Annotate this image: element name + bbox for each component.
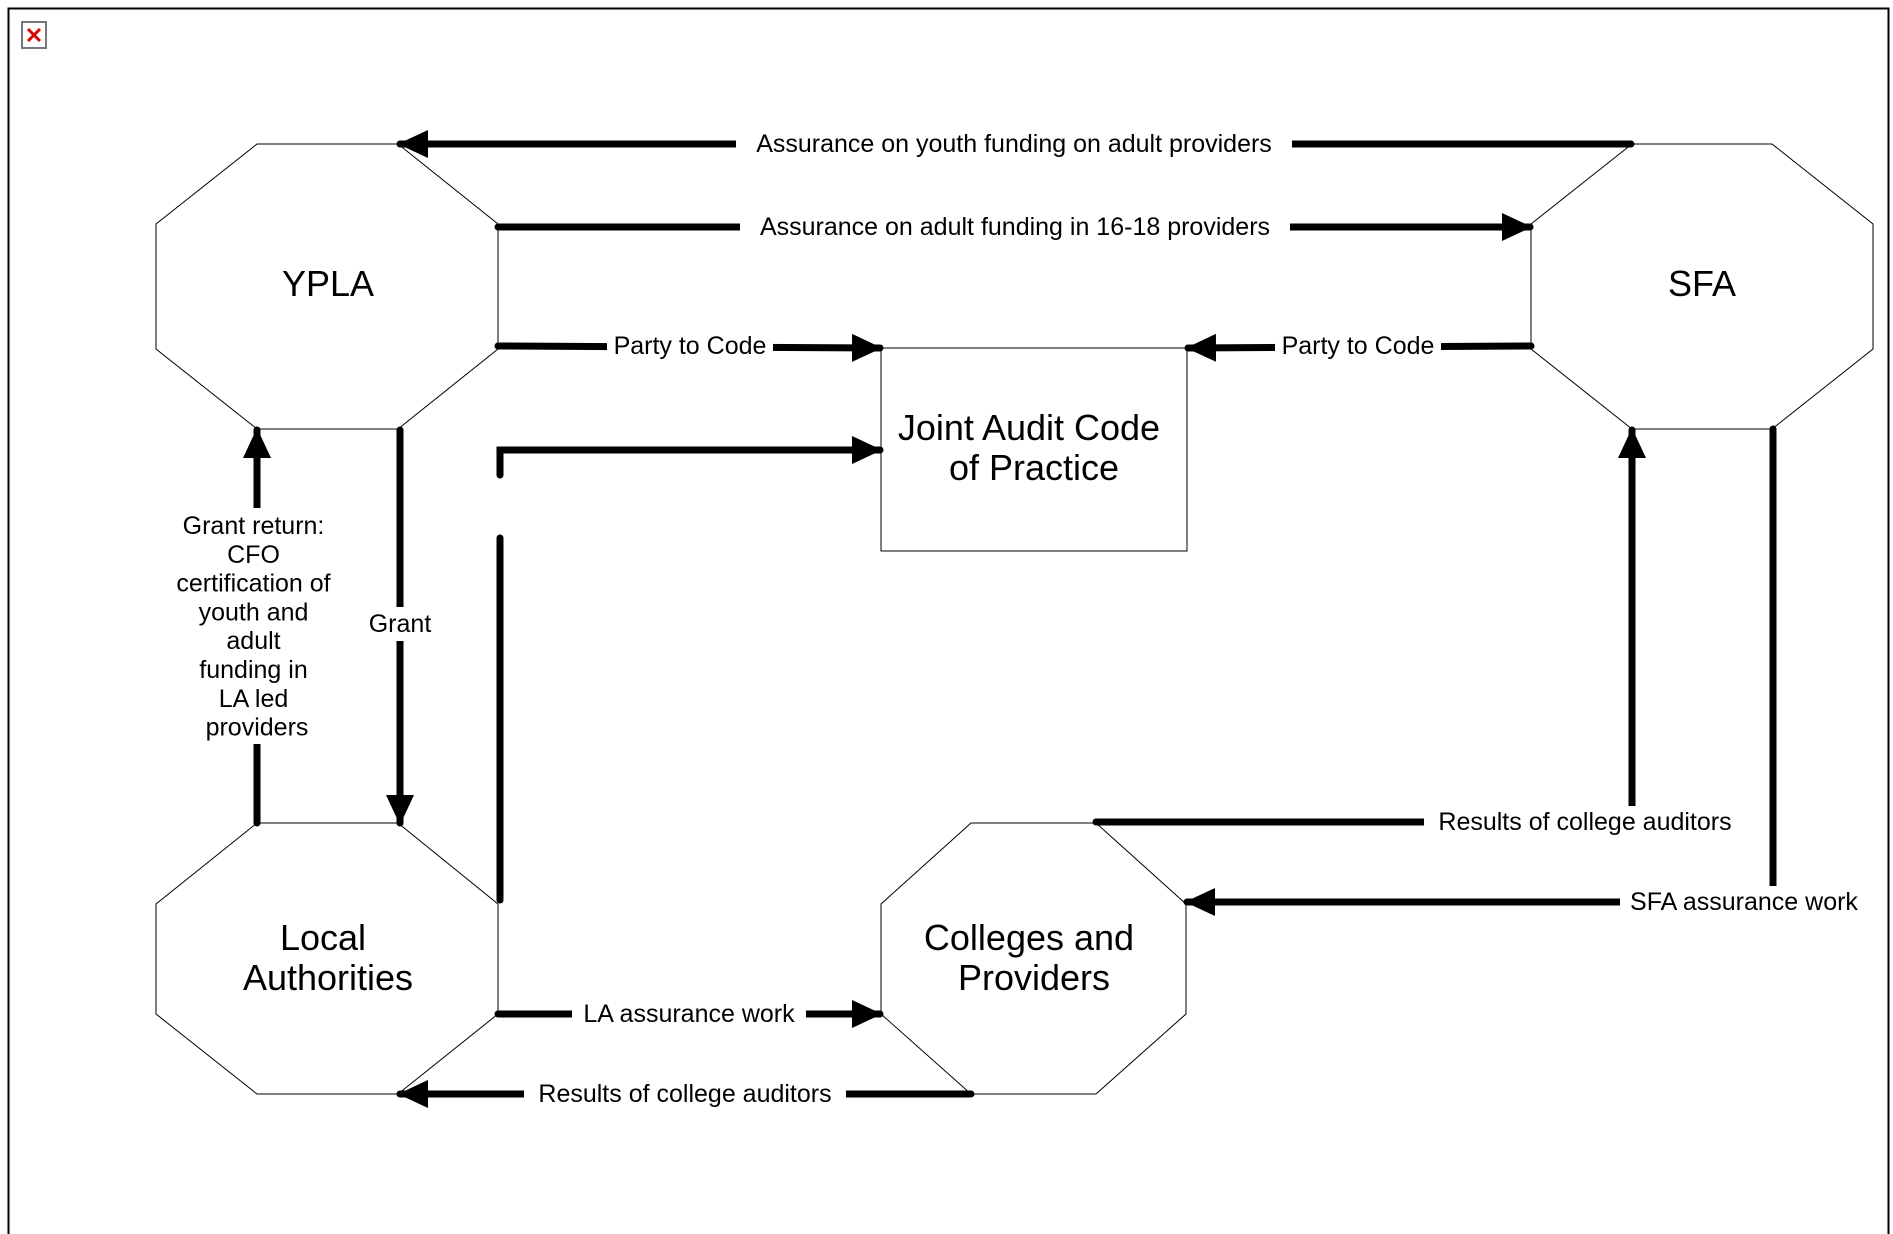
svg-text:Results of college auditors: Results of college auditors: [538, 1080, 831, 1108]
joint-audit-code-node: Joint Audit Code of Practice: [880, 347, 1188, 552]
svg-text:SFA assurance work: SFA assurance work: [1630, 888, 1858, 916]
edge-assurance-adult-label: Assurance on adult funding in 16-18 prov…: [740, 211, 1290, 243]
svg-text:LA assurance work: LA assurance work: [583, 1000, 795, 1028]
edge-la-assurance-label: LA assurance work: [572, 998, 806, 1030]
svg-text:Grant return: CFO: Grant return: CFO certification of youth…: [176, 512, 337, 742]
colleges-providers-node: Colleges and Providers: [880, 822, 1187, 1095]
page-border: [7, 7, 1890, 1234]
ypla-label: YPLA: [282, 263, 374, 304]
edge-sfa-assurance-label: SFA assurance work: [1620, 886, 1870, 918]
edge-la-joint-upper: [496, 436, 884, 479]
edge-party-left-label: Party to Code: [607, 330, 773, 362]
colleges-providers-label: Colleges and Providers: [924, 917, 1144, 998]
edge-grant-label: Grant: [362, 607, 438, 641]
local-authorities-label: Local Authorities: [243, 917, 413, 998]
svg-text:Party to Code: Party to Code: [1282, 332, 1435, 360]
local-authorities-node: Local Authorities: [155, 822, 499, 1095]
joint-audit-code-label: Joint Audit Code of Practice: [898, 407, 1170, 488]
svg-text:Results of college auditors: Results of college auditors: [1438, 808, 1731, 836]
broken-image-icon: [21, 21, 47, 49]
sfa-node: SFA: [1530, 143, 1874, 430]
ypla-node: YPLA: [155, 143, 499, 430]
edge-results-lower-label: Results of college auditors: [524, 1078, 846, 1110]
edge-grant-return-label: Grant return: CFO certification of youth…: [170, 508, 344, 744]
sfa-label: SFA: [1668, 263, 1736, 304]
svg-text:Grant: Grant: [369, 610, 432, 638]
edge-assurance-youth-label: Assurance on youth funding on adult prov…: [736, 128, 1292, 160]
edge-results-upper-label: Results of college auditors: [1424, 806, 1746, 838]
edge-party-right-label: Party to Code: [1275, 330, 1441, 362]
svg-text:Assurance on youth funding on: Assurance on youth funding on adult prov…: [756, 130, 1272, 158]
svg-text:Assurance on adult funding in: Assurance on adult funding in 16-18 prov…: [760, 213, 1270, 241]
svg-text:Party to Code: Party to Code: [614, 332, 767, 360]
